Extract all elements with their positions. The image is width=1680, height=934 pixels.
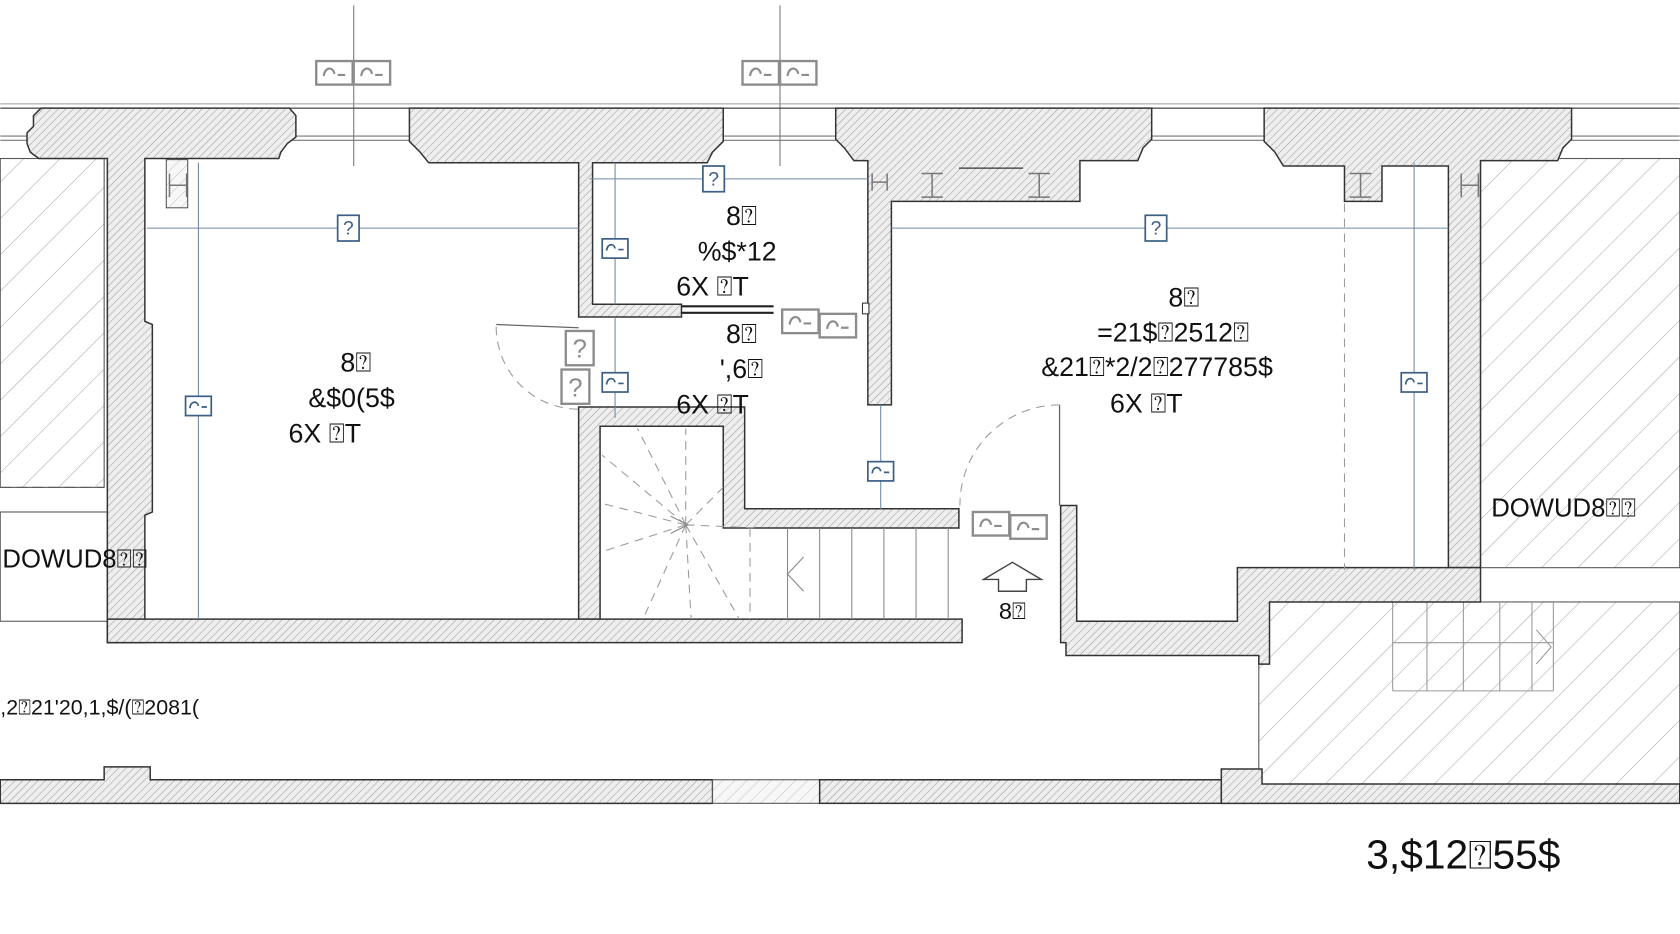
- entrance-label: 8⍰: [999, 598, 1026, 624]
- drawing-title: 3,$12⍰55$: [1366, 832, 1560, 878]
- column-icon: [168, 173, 188, 198]
- door-left-room: [495, 323, 579, 410]
- neighbor-label-right: DOWUD8⍰⍰: [1491, 494, 1636, 522]
- window-tag-icon: [1009, 514, 1048, 540]
- sliding-door: [681, 305, 774, 314]
- entrance-arrow-icon: [980, 561, 1044, 592]
- column-icon: [1460, 173, 1480, 198]
- wall-bottom-left: [106, 618, 963, 644]
- corridor-label: ,2⍰21'20,1,$/(⍰2081(: [0, 695, 199, 719]
- room-number: 8⍰: [340, 348, 371, 378]
- dimension-marker-icon: [866, 460, 895, 482]
- window-tag-icon: [315, 59, 354, 86]
- door-right-room: [959, 404, 1061, 506]
- wall-pier-left: [26, 107, 297, 644]
- stair-winders: [601, 428, 761, 620]
- window-tag-icon: [971, 510, 1011, 537]
- column-icon: [1028, 172, 1050, 198]
- dimension-marker: ?: [1144, 214, 1168, 242]
- stair-center-arrow-icon: [670, 515, 690, 534]
- room-name-line2: &21⍰*2/2⍰277785$: [1041, 352, 1273, 382]
- dimension-lines: [146, 162, 1449, 620]
- window-tag-icon: [780, 308, 820, 335]
- column-icon: [871, 173, 888, 191]
- door-swing-arc: [959, 404, 1060, 506]
- room-area: 6X ⍰T: [676, 272, 749, 302]
- dimension-value: ?: [1151, 219, 1162, 240]
- neighbor-label-left: DOWUD8⍰⍰: [2, 546, 147, 574]
- dimension-marker: ?: [336, 214, 360, 242]
- dimension-marker-icons: [184, 237, 1428, 482]
- column-icon: [1349, 172, 1372, 198]
- neighbor-area-left: [0, 157, 105, 488]
- room-name: ',6⍰: [720, 354, 764, 384]
- door-tag-value: ?: [568, 374, 582, 402]
- room-area: 6X ⍰T: [676, 389, 749, 419]
- window-tags: ? ?: [315, 59, 1048, 540]
- dimension-value: ?: [343, 219, 354, 240]
- room-name: =21$⍰2512⍰: [1097, 318, 1249, 348]
- window-tag-icon: [741, 59, 781, 86]
- column-icons: [168, 172, 1480, 198]
- room-name: &$0(5$: [308, 383, 394, 413]
- neighbor-area-right: [1479, 157, 1680, 569]
- room-label-right: 8⍰ =21$⍰2512⍰ &21⍰*2/2⍰277785$ 6X ⍰T: [1041, 282, 1273, 418]
- stair-straight-flight: [786, 528, 949, 620]
- window-tag-icon: [352, 59, 392, 86]
- room-name: %$*12: [698, 236, 777, 266]
- wall-bottom-right: [1059, 504, 1482, 665]
- door-swing-arc: [495, 326, 579, 410]
- wall-pier-right: [1263, 107, 1573, 569]
- door-tag: ?: [560, 368, 591, 405]
- stair-direction-arrow-icon: [786, 556, 804, 592]
- room-number: 8⍰: [1168, 282, 1199, 312]
- door-tag: ?: [564, 329, 595, 367]
- room-number: 8⍰: [726, 319, 757, 349]
- room-area: 6X ⍰T: [289, 418, 362, 448]
- dimension-marker-icon: [601, 371, 629, 393]
- wall-pier-center-left: [408, 107, 724, 318]
- wall-pier-center-right: [834, 107, 1153, 406]
- room-number: 8⍰: [726, 201, 757, 231]
- dimension-marker-icon: [184, 395, 213, 417]
- dimension-marker-icon: [601, 237, 629, 259]
- neighbor-stair: [1392, 601, 1554, 692]
- window-tag-icon: [818, 312, 858, 339]
- neighbor-area-lower-right: [1258, 601, 1680, 785]
- stair-direction-arrow-icon: [1535, 629, 1552, 665]
- walls: [0, 107, 1680, 805]
- wall-corridor-south-c: [818, 779, 1223, 805]
- dimension-marker: ?: [702, 165, 726, 193]
- window-tag-icon: [778, 59, 818, 86]
- column-stub-left: [165, 159, 189, 209]
- room-label-left: 8⍰ &$0(5$ 6X ⍰T: [289, 348, 395, 449]
- door-tag-value: ?: [573, 336, 587, 364]
- column-icon: [921, 172, 943, 198]
- dimension-value: ?: [708, 169, 719, 190]
- room-area: 6X ⍰T: [1110, 388, 1183, 418]
- room-label-center-top: 8⍰ %$*12 6X ⍰T: [676, 201, 776, 302]
- wall-corridor-south-b: [712, 779, 821, 804]
- room-label-center-middle: 8⍰ ',6⍰ 6X ⍰T: [676, 319, 763, 420]
- wall-notch: [861, 302, 870, 315]
- dimension-marker-icon: [1400, 371, 1428, 393]
- wall-corridor-south-a: [0, 766, 714, 805]
